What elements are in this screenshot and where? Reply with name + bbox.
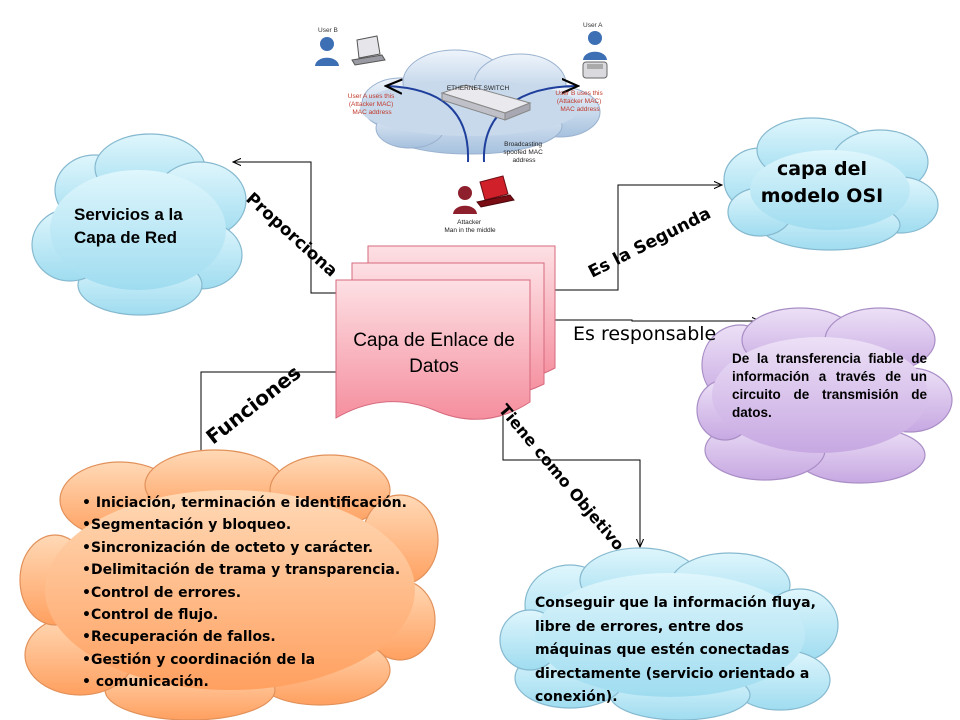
switch-label: ETHERNET SWITCH [447,85,510,92]
user-a-text: User A [583,22,603,29]
cloud-osi-core [750,150,910,230]
node-functions-list: • Iniciación, terminación e identificaci… [82,492,412,694]
function-item: •Recuperación de fallos. [82,629,276,646]
ethernet-switch-icon [440,84,532,121]
function-item: • Iniciación, terminación e identificaci… [82,495,407,511]
edge-label-objective: Tiene como Objetivo [495,400,628,554]
function-item: •Segmentación y bloqueo. [82,517,292,534]
broadcast-label: Broadcasting spoofed MAC address [503,141,544,164]
connector-objective [502,402,640,547]
user-b-text: User B [318,27,338,34]
node-osi-text: capa del modelo OSI [760,158,884,207]
connector-functions [201,371,340,461]
node-services-text: Servicios a la Capa de Red [74,205,183,247]
connector-responsible [555,320,760,321]
cloud-services-core [50,170,226,290]
user-b-icon [315,35,386,66]
node-responsibility-text: De la transferencia fiable de informació… [732,351,927,420]
cloud-functions-core [45,490,415,690]
function-item: •Control de flujo. [82,607,219,624]
attacker-label: Attacker Man in the middle [444,219,496,234]
function-item: •Control de errores. [82,584,242,601]
function-item: •Delimitación de trama y transparencia. [82,562,401,579]
document-front [335,279,531,420]
central-title: Capa de Enlace de Datos [353,330,515,377]
connectors [201,162,760,547]
cloud-objective-core [535,573,805,697]
user-a-note: User A uses this (Attacker MAC) MAC addr… [348,93,396,116]
network-illustration: User B User A User A uses this (Attacker… [315,22,608,234]
curve-to-user-b [386,86,470,163]
function-item: •Sincronización de octeto y carácter. [82,539,374,556]
connector-osi [555,185,722,291]
user-a-icon [582,31,608,79]
node-objective-text: Conseguir que la información fluya, libr… [535,595,816,705]
edge-label-is-second: Es la Segunda [585,204,714,283]
function-item: • comunicación. [82,674,209,691]
edge-label-responsible: Es responsable [573,323,716,345]
connector-services [233,162,338,294]
cloud-responsibility-core [712,337,928,453]
central-document-stack [335,245,556,420]
user-b-note: User B uses this (Attacker MAC) MAC addr… [555,90,604,113]
edge-label-provides: Proporciona [242,189,342,281]
edge-label-functions: Funciones [201,360,305,449]
function-item: •Gestión y coordinación de la [82,651,316,668]
attacker-icon [453,175,515,214]
